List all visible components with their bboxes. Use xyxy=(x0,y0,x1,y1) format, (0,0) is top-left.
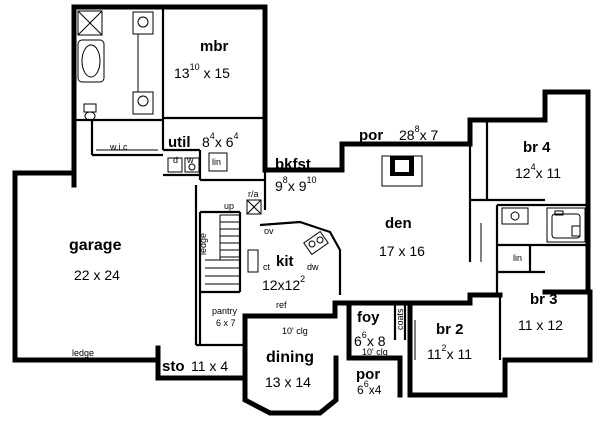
label-lin-util: lin xyxy=(212,157,221,167)
label-wic: w.i.c xyxy=(109,142,128,152)
room-br2-name: br 2 xyxy=(436,321,464,338)
room-mbr-name: mbr xyxy=(200,38,229,55)
room-mbr-dim: 1310 x 15 xyxy=(174,62,230,81)
room-den-dim: 17 x 16 xyxy=(379,243,425,259)
room-garage-name: garage xyxy=(69,237,122,254)
label-ref: ref xyxy=(276,300,287,310)
dryer-fixture xyxy=(167,157,183,173)
label-clg-foy: 10' clg xyxy=(362,347,388,357)
room-garage-dim: 22 x 24 xyxy=(74,267,120,283)
label-w: w xyxy=(186,155,194,165)
room-kit-dim: 12x122 xyxy=(262,274,305,293)
ra-box xyxy=(246,199,262,215)
room-por-top-dim: 288x 7 xyxy=(399,124,438,143)
label-coats: coats xyxy=(395,308,405,330)
room-bkfst-name: bkfst xyxy=(275,156,311,173)
room-br3-dim: 11 x 12 xyxy=(518,317,563,333)
room-por-bot-name: por xyxy=(356,366,380,383)
label-dw: dw xyxy=(307,262,319,272)
label-clg-dining: 10' clg xyxy=(282,326,308,336)
label-ov: ov xyxy=(264,226,274,236)
label-ledge-garage: ledge xyxy=(72,348,94,358)
label-up: up xyxy=(224,201,234,211)
room-br3-name: br 3 xyxy=(530,291,558,308)
stairs xyxy=(205,214,240,285)
room-foy-dim: 66x 8 xyxy=(354,330,386,349)
linen-util xyxy=(208,152,228,172)
label-pantry-dim: 6 x 7 xyxy=(216,318,236,328)
exterior-walls xyxy=(12,4,593,416)
room-por-top-name: por xyxy=(359,127,383,144)
room-foy-name: foy xyxy=(357,309,380,326)
label-lin-bath: lin xyxy=(513,253,522,263)
label-ct: ct xyxy=(263,262,271,272)
tub-br xyxy=(546,207,586,243)
room-br4-dim: 124x 11 xyxy=(515,162,561,181)
annotation-labels: w.i.c lin d w r/a up ov ct dw ref pantry… xyxy=(72,142,522,358)
room-util-dim: 84x 64 xyxy=(202,131,239,150)
toilet-fixture xyxy=(83,103,97,113)
room-util-name: util xyxy=(168,134,191,151)
sink-fixture xyxy=(132,11,154,35)
room-bkfst-dim: 98x 910 xyxy=(275,175,317,194)
room-por-bot-dim: 66x4 xyxy=(357,379,382,397)
label-ledge-stair: ledge xyxy=(198,233,208,255)
interior-walls xyxy=(74,7,588,360)
fixtures xyxy=(77,10,586,360)
room-dining-name: dining xyxy=(266,349,314,366)
room-labels: mbr 1310 x 15 util 84x 64 bkfst 98x 910 … xyxy=(69,38,563,397)
range-fixture xyxy=(247,249,259,273)
tub-fixture xyxy=(77,39,105,83)
shower-fixture xyxy=(77,10,103,36)
room-sto-name: sto xyxy=(162,358,185,375)
sink-br xyxy=(501,207,529,225)
room-dining-dim: 13 x 14 xyxy=(265,374,311,390)
room-den-name: den xyxy=(385,215,412,232)
label-d: d xyxy=(173,155,178,165)
room-br2-dim: 112x 11 xyxy=(427,343,472,362)
label-ra: r/a xyxy=(248,189,259,199)
label-pantry: pantry xyxy=(212,306,238,316)
room-sto-dim: 11 x 4 xyxy=(191,358,228,374)
room-kit-name: kit xyxy=(276,253,294,270)
washer-fixture xyxy=(184,157,200,173)
sink-fixture-2 xyxy=(132,91,154,115)
kitchen-sink xyxy=(303,230,329,256)
room-br4-name: br 4 xyxy=(523,139,551,156)
